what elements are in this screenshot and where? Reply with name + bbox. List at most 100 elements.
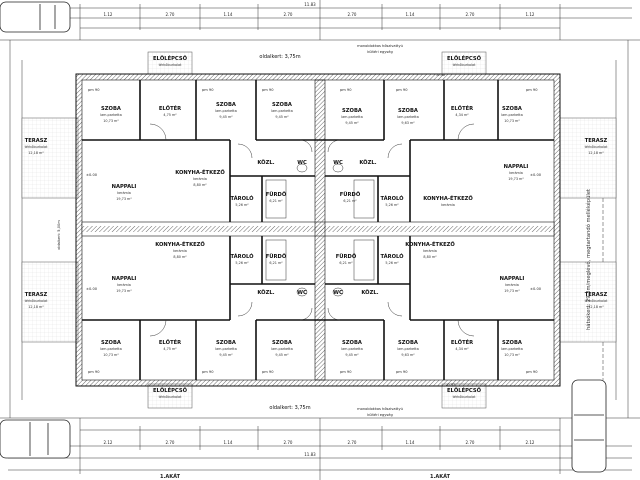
dim-bottom-2: 2.70 [166, 440, 175, 445]
room-kozl-4: KÖZL. [361, 289, 378, 296]
room-nappali-4-area: 19,73 m² [504, 289, 520, 293]
room-terasz-tr-area: 12,18 m² [588, 151, 604, 155]
room-konyha-1: KONYHA-ÉTKEZŐ [175, 168, 225, 176]
heatpump-note-top-1: monoblokkos hőszivattyú [357, 44, 403, 48]
dim-top-6: 1.14 [406, 12, 415, 17]
bottom-total-dimension: 11.83 [304, 452, 316, 457]
room-nappali-2-floor: kerámia [509, 171, 523, 175]
room-szoba-7: SZOBA [101, 340, 121, 346]
room-konyha-2: KONYHA-ÉTKEZŐ [423, 194, 473, 202]
left-setback-note: oldalkert: 5,00m [57, 220, 61, 250]
room-terasz-tl: TERASZ [25, 138, 48, 144]
dim-top-3: 1.14 [224, 12, 233, 17]
room-tarolo-1: TÁROLÓ [230, 195, 254, 202]
level-left-top: ±0.00 [86, 173, 98, 177]
room-furdo-1-area: 6,21 m² [269, 199, 283, 203]
room-szoba-9-area: 9,45 m² [275, 353, 289, 357]
dim-bottom-1: 2.12 [104, 440, 113, 445]
room-konyha-4-area: 8,80 m² [423, 255, 437, 259]
room-szoba-11-area: 9,63 m² [401, 353, 415, 357]
room-tarolo-2-area: 5,26 m² [385, 203, 399, 207]
room-szoba-8-area: 9,45 m² [219, 353, 233, 357]
room-furdo-4-area: 6,21 m² [339, 261, 353, 265]
room-elolepcso-tr: ELŐLÉPCSŐ [447, 54, 482, 62]
room-terasz-bl-floor: térkőburkolat [25, 299, 48, 303]
dim-bottom-6: 1.14 [406, 440, 415, 445]
room-eloter-4-area: 4,34 m² [455, 347, 469, 351]
room-terasz-br-floor: térkőburkolat [585, 299, 608, 303]
room-eloter-1: ELŐTÉR [159, 104, 181, 112]
room-wc-1: WC [297, 160, 307, 166]
room-szoba-2: SZOBA [216, 102, 236, 108]
room-furdo-3-area: 6,21 m² [269, 261, 283, 265]
door-swings [149, 123, 475, 337]
room-szoba-12-area: 10,73 m² [504, 353, 520, 357]
car-top-left [0, 1, 71, 33]
interior-walls [82, 80, 554, 380]
rear-garden-note: hátsókert: 29,3m/meglévő, megtartandó me… [585, 189, 592, 330]
room-szoba-7-floor: lam.parketta [100, 347, 122, 351]
level-top: -0.32 [436, 73, 445, 77]
room-szoba-1-area: 10,73 m² [103, 119, 119, 123]
room-terasz-tl-area: 12,18 m² [28, 151, 44, 155]
pm-tag-7: pm 90 [88, 370, 100, 374]
dim-top-8: 1.12 [526, 12, 535, 17]
room-furdo-2: FÜRDŐ [340, 191, 361, 198]
room-eloter-3: ELŐTÉR [159, 338, 181, 346]
room-konyha-1-floor: kerámia [193, 177, 207, 181]
room-kozl-2: KÖZL. [359, 159, 376, 166]
dim-top-4: 2.70 [284, 12, 293, 17]
entry-step-bl [147, 383, 193, 409]
room-szoba-9-floor: lam.parketta [271, 347, 293, 351]
level-right-bottom: ±0.00 [530, 287, 542, 291]
room-terasz-tr-floor: térkőburkolat [585, 145, 608, 149]
room-furdo-1: FÜRDŐ [266, 191, 287, 198]
room-nappali-1-area: 19,73 m² [116, 197, 132, 201]
bathroom-fixtures [265, 163, 375, 297]
room-wc-3: WC [297, 290, 307, 296]
room-elolepcso-bl: ELŐLÉPCSŐ [153, 386, 188, 394]
room-wc-2: WC [333, 160, 343, 166]
room-szoba-8: SZOBA [216, 340, 236, 346]
room-tarolo-3: TÁROLÓ [230, 253, 254, 260]
terrace-right-bottom [559, 261, 617, 343]
room-kozl-1: KÖZL. [257, 159, 274, 166]
room-szoba-3-area: 9,45 m² [275, 115, 289, 119]
room-terasz-bl: TERASZ [25, 292, 48, 298]
dim-top-2: 2.70 [166, 12, 175, 17]
room-terasz-bl-area: 12,18 m² [28, 305, 44, 309]
room-szoba-4-floor: lam.parketta [341, 115, 363, 119]
pm-tag-5: pm 90 [396, 88, 408, 92]
heatpump-note-bottom-1: monoblokkos hőszivattyú [357, 407, 403, 411]
pm-tag-8: pm 90 [202, 370, 214, 374]
room-konyha-2-floor: kerámia [441, 203, 455, 207]
dim-bottom-8: 2.12 [526, 440, 535, 445]
pm-tag-12: pm 90 [526, 370, 538, 374]
room-nappali-4: NAPPALI [500, 276, 525, 282]
room-szoba-1-floor: lam.parketta [100, 113, 122, 117]
room-szoba-9: SZOBA [272, 340, 292, 346]
pm-tag-4: pm 90 [340, 88, 352, 92]
room-konyha-1-area: 8,80 m² [193, 183, 207, 187]
side-setback-top: oldalkert: 3,75m [259, 54, 300, 60]
terrace-right-top [559, 117, 617, 199]
room-szoba-12-floor: lam.parketta [501, 347, 523, 351]
room-konyha-4-floor: kerámia [423, 249, 437, 253]
room-tarolo-1-area: 5,26 m² [235, 203, 249, 207]
room-nappali-4-floor: kerámia [505, 283, 519, 287]
room-terasz-br-area: 12,18 m² [588, 305, 604, 309]
room-konyha-3-floor: kerámia [173, 249, 187, 253]
room-nappali-1: NAPPALI [112, 184, 137, 190]
pm-tag-6: pm 90 [526, 88, 538, 92]
room-szoba-6-area: 10,73 m² [504, 119, 520, 123]
dim-top-1: 1.12 [104, 12, 113, 17]
dim-top-5: 2.70 [348, 12, 357, 17]
room-furdo-2-area: 6,21 m² [343, 199, 357, 203]
room-szoba-2-floor: lam.parketta [215, 109, 237, 113]
room-nappali-3-area: 19,73 m² [116, 289, 132, 293]
pm-tag-10: pm 90 [340, 370, 352, 374]
terrace-left-top [21, 117, 79, 199]
room-eloter-3-area: 4,75 m² [163, 347, 177, 351]
level-left-bottom: ±0.00 [86, 287, 98, 291]
pm-tag-1: pm 90 [88, 88, 100, 92]
